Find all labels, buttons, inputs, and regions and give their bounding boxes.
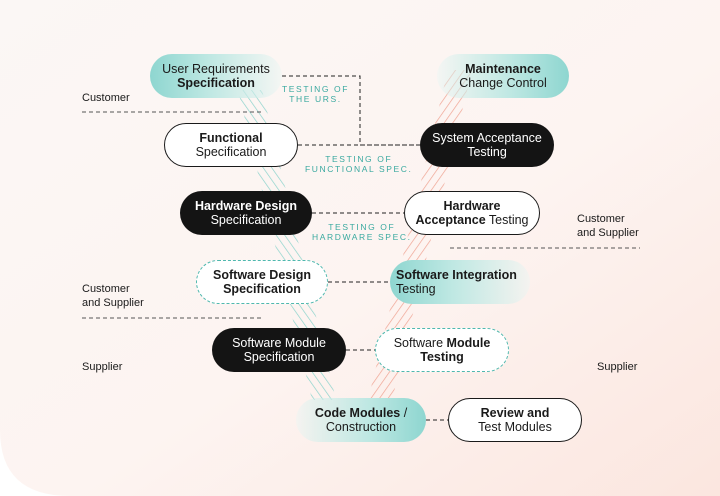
- node-line: Maintenance: [465, 62, 541, 76]
- node-line-bold: Code Modules: [314, 406, 401, 420]
- node-line: Specification: [223, 282, 301, 296]
- node-line: Acceptance Testing: [415, 213, 528, 227]
- node-line: Functional: [199, 131, 263, 145]
- node-line: Specification: [177, 76, 255, 90]
- testing-label-functional: TESTING OF FUNCTIONAL SPEC.: [305, 154, 412, 174]
- node-line: Change Control: [459, 76, 547, 90]
- node-line-plain: /: [400, 406, 408, 420]
- node-software-module-testing[interactable]: Software Module Testing: [375, 328, 509, 372]
- node-line: Hardware Design: [194, 199, 298, 213]
- node-hardware-design-specification[interactable]: Hardware Design Specification: [180, 191, 312, 235]
- side-label-customer: Customer: [82, 92, 130, 104]
- node-line: Specification: [243, 350, 315, 364]
- node-line: Construction: [325, 420, 397, 434]
- node-line: Software Module: [232, 336, 326, 350]
- node-line: Software Module: [394, 336, 491, 350]
- node-hardware-acceptance-testing[interactable]: Hardware Acceptance Testing: [404, 191, 540, 235]
- node-line-bold: Module: [446, 336, 491, 350]
- node-line-plain: Testing: [485, 213, 529, 227]
- node-system-acceptance-testing[interactable]: System Acceptance Testing: [420, 123, 554, 167]
- node-line: Software Integration: [396, 268, 517, 282]
- node-line-plain: Software: [393, 336, 447, 350]
- side-label-customer-supplier-left: Customer and Supplier: [82, 282, 144, 310]
- node-line: Testing: [467, 145, 507, 159]
- node-review-and-test-modules[interactable]: Review and Test Modules: [448, 398, 582, 442]
- node-line: Test Modules: [478, 420, 552, 434]
- testing-label-line: HARDWARE SPEC.: [312, 232, 412, 242]
- node-maintenance-change-control[interactable]: Maintenance Change Control: [437, 54, 569, 98]
- node-line-bold: Acceptance: [415, 213, 486, 227]
- node-user-requirements-specification[interactable]: User Requirements Specification: [150, 54, 282, 98]
- node-line: Hardware: [443, 199, 501, 213]
- testing-label-line: TESTING OF: [282, 84, 349, 94]
- node-line: User Requirements: [162, 62, 270, 76]
- side-label-line: and Supplier: [82, 297, 144, 309]
- side-label-customer-supplier-right: Customer and Supplier: [577, 212, 639, 240]
- node-line: Testing: [420, 350, 464, 364]
- testing-label-hardware: TESTING OF HARDWARE SPEC.: [312, 222, 412, 242]
- node-functional-specification[interactable]: Functional Specification: [164, 123, 298, 167]
- side-label-supplier-right: Supplier: [597, 361, 638, 373]
- descending-band: [238, 90, 336, 400]
- node-code-modules-construction[interactable]: Code Modules / Construction: [296, 398, 426, 442]
- testing-label-line: TESTING OF: [328, 222, 396, 232]
- testing-label-line: FUNCTIONAL SPEC.: [305, 164, 413, 174]
- node-software-design-specification[interactable]: Software Design Specification: [196, 260, 328, 304]
- testing-label-line: TESTING OF: [325, 154, 393, 164]
- node-line: Specification: [210, 213, 282, 227]
- node-line: Review and: [480, 406, 550, 420]
- node-line: Testing: [396, 282, 436, 296]
- node-line: System Acceptance: [432, 131, 542, 145]
- testing-label-urs: TESTING OF THE URS.: [282, 84, 349, 104]
- side-label-line: Customer: [82, 283, 130, 295]
- node-software-module-specification[interactable]: Software Module Specification: [212, 328, 346, 372]
- side-label-supplier-left: Supplier: [82, 361, 123, 373]
- side-label-line: and Supplier: [577, 227, 639, 239]
- node-line: Code Modules /: [315, 406, 407, 420]
- testing-label-line: THE URS.: [289, 94, 342, 104]
- side-label-line: Customer: [577, 213, 625, 225]
- node-line: Specification: [195, 145, 267, 159]
- node-software-integration-testing[interactable]: Software Integration Testing: [390, 260, 530, 304]
- node-line: Software Design: [213, 268, 311, 282]
